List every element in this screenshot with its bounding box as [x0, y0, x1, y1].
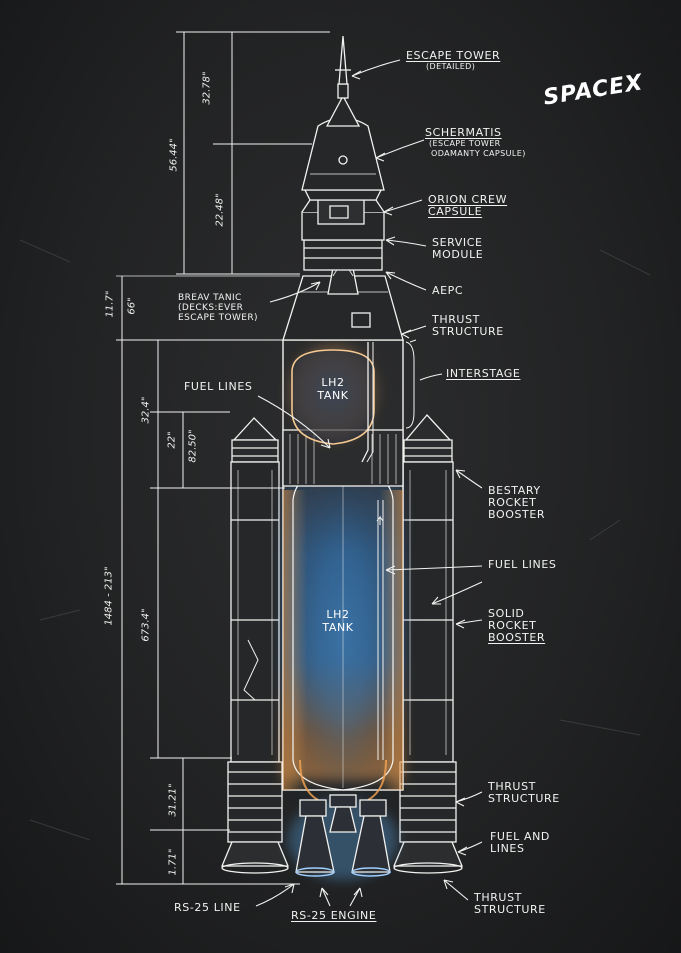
callout-thrust-structure-bottom: THRUST STRUCTURE	[474, 892, 546, 916]
escape-tower-sub: (DETAILED)	[426, 62, 476, 71]
dim-1-71: 1.71"	[167, 848, 179, 876]
bestary-line3: BOOSTER	[488, 508, 546, 521]
schermatis-sub1: (ESCAPE TOWER	[429, 139, 501, 148]
callout-escape-tower: ESCAPE TOWER (DETAILED)	[406, 50, 500, 72]
dim-1484-213: 1484 - 213"	[103, 566, 115, 626]
callout-aepc: AEPC	[432, 284, 464, 297]
dim-31-21: 31.21"	[167, 783, 179, 817]
callout-bestary: BESTARY ROCKET BOOSTER	[488, 485, 545, 521]
solid-booster-line3: BOOSTER	[488, 631, 546, 644]
callout-solid-booster: SOLID ROCKET BOOSTER	[488, 608, 545, 644]
thrust-top-line2: STRUCTURE	[432, 325, 504, 338]
core-stage	[282, 339, 404, 801]
fuel-and-lines-line1: FUEL AND	[490, 830, 550, 843]
callout-thrust-structure-top: THRUST STRUCTURE	[432, 314, 504, 338]
solid-booster-line2: ROCKET	[488, 619, 537, 632]
callout-rs25-line: RS-25 LINE	[174, 901, 241, 914]
solid-booster-line1: SOLID	[488, 607, 525, 620]
lower-tank-line2: TANK	[322, 621, 354, 634]
callout-fuel-lines-right: FUEL LINES	[488, 558, 557, 571]
callout-orion: ORION CREW CAPSULE	[428, 194, 507, 218]
schermatis-title: SCHERMATIS	[425, 126, 502, 139]
schermatis-sub2: ODAMANTY CAPSULE)	[431, 149, 526, 158]
dimension-lines	[116, 31, 417, 885]
escape-tower-title: ESCAPE TOWER	[406, 49, 501, 62]
callout-rs25-engine: RS-25 ENGINE	[291, 909, 377, 922]
breav-line3: ESCAPE TOWER)	[178, 313, 258, 323]
thrust-top-line1: THRUST	[432, 313, 480, 326]
chalk-smudges	[19, 239, 651, 841]
dim-82-50: 82.50"	[187, 429, 199, 463]
dim-66: 66"	[126, 297, 138, 315]
thrust-bottom-line1: THRUST	[474, 891, 522, 904]
callout-fuel-and-lines: FUEL AND LINES	[490, 831, 550, 855]
breav-line2: (DECKS:EVER	[178, 303, 244, 313]
thrust-mid-line2: STRUCTURE	[488, 792, 560, 805]
service-module-line2: MODULE	[432, 248, 484, 261]
dim-56-44: 56.44"	[168, 138, 180, 172]
callout-thrust-structure-mid: THRUST STRUCTURE	[488, 781, 560, 805]
service-module-line1: SERVICE	[432, 236, 483, 249]
dim-32-4: 32.4"	[140, 396, 152, 424]
dim-673-4: 673.4"	[140, 608, 152, 642]
leader-lines	[255, 59, 483, 907]
fuel-and-lines-line2: LINES	[490, 842, 525, 855]
crew-stack	[301, 35, 385, 271]
lower-tank-line1: LH2	[326, 608, 350, 621]
dim-22: 22"	[166, 431, 178, 449]
upper-stage	[282, 267, 404, 341]
left-booster	[221, 417, 289, 874]
bestary-line2: ROCKET	[488, 496, 537, 509]
rs25-engines	[288, 794, 398, 880]
orion-line1: ORION CREW	[428, 193, 508, 206]
callout-breav: BREAV TANIC (DECKS:EVER ESCAPE TOWER)	[178, 293, 258, 323]
upper-tank-label: LH2 TANK	[313, 376, 353, 402]
dim-11-7: 11.7"	[104, 290, 116, 318]
upper-tank-line2: TANK	[317, 389, 349, 402]
callout-schermatis: SCHERMATIS (ESCAPE TOWER ODAMANTY CAPSUL…	[425, 127, 526, 159]
callout-service-module: SERVICE MODULE	[432, 237, 483, 261]
dim-22-48: 22.48"	[214, 193, 226, 227]
callout-fuel-lines-left: FUEL LINES	[184, 380, 253, 393]
orion-line2: CAPSULE	[428, 205, 483, 218]
thrust-mid-line1: THRUST	[488, 780, 536, 793]
lower-tank-label: LH2 TANK	[318, 608, 358, 634]
dim-32-78: 32.78"	[201, 71, 213, 105]
breav-line1: BREAV TANIC	[178, 293, 242, 303]
callout-interstage: INTERSTAGE	[446, 367, 521, 380]
thrust-bottom-line2: STRUCTURE	[474, 903, 546, 916]
bestary-line1: BESTARY	[488, 484, 541, 497]
right-booster	[393, 414, 463, 874]
upper-tank-line1: LH2	[321, 376, 345, 389]
